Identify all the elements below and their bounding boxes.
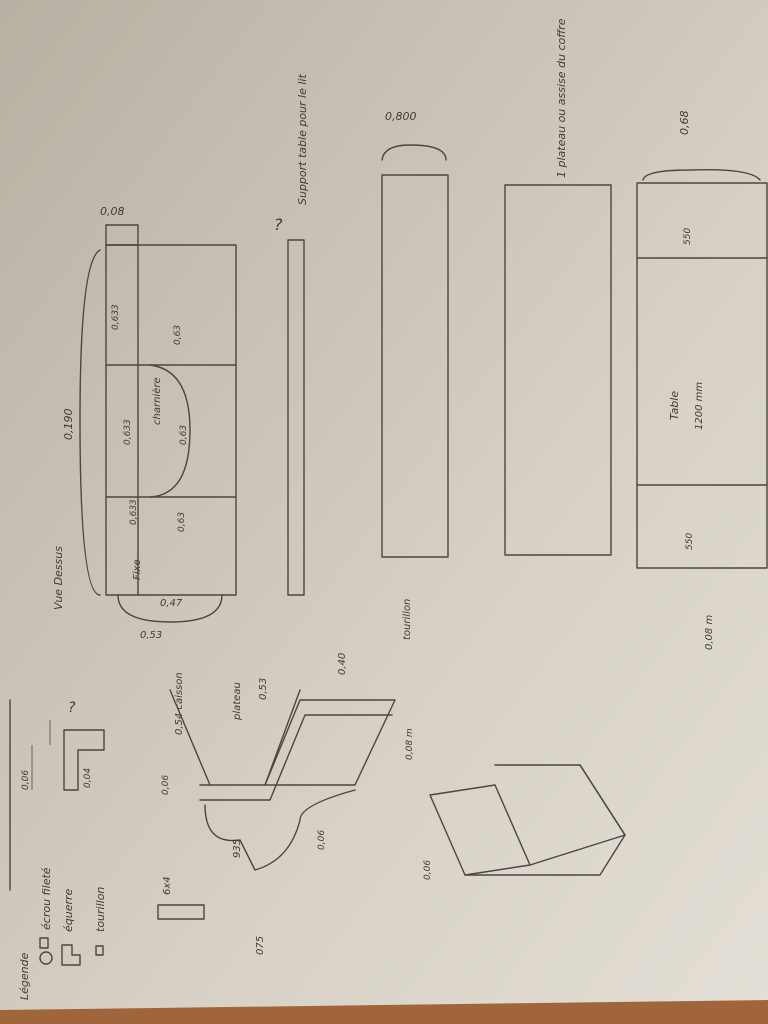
dim-label: 0,68: [678, 111, 691, 136]
dim-label: 1200 mm: [694, 382, 705, 430]
nut-icon: [39, 937, 53, 965]
dim-label: 0,190: [62, 409, 75, 441]
label: charnière: [151, 377, 163, 425]
plateau-board: 1 plateau ou assise du coffre: [504, 18, 612, 556]
dim-label: 0,633: [111, 304, 121, 330]
note: ?: [68, 700, 76, 716]
support-rail: ? Support table pour le lit: [274, 74, 309, 596]
dim-label: 075: [255, 936, 266, 955]
dim-label: 0,04: [83, 768, 93, 788]
label: 1 plateau ou assise du coffre: [555, 18, 568, 178]
dim-label: 0,633: [129, 499, 139, 525]
dim-label: 935: [232, 839, 243, 858]
dim-label: 0,63: [179, 425, 189, 445]
dim-label: 0,06: [317, 830, 327, 850]
profile-detail: 0,06 0,04 ?: [21, 700, 105, 791]
dim-label: 0,06: [21, 770, 31, 790]
top-view: 0,190 0,08 Vue Dessus 0,47 0,53 0,54 cai…: [52, 205, 237, 735]
label: tourillon: [402, 599, 413, 640]
dim-label: 550: [685, 533, 695, 550]
dim-label: 0,06: [161, 775, 171, 795]
perspective-view: plateau 0,53 0,40 0,06 0,06 935 075 6x4 …: [157, 653, 415, 955]
dim-label: 0,53: [140, 630, 162, 641]
legend-title: Légende: [18, 952, 31, 1000]
label: Table: [668, 391, 681, 420]
dim-label: 0,800: [385, 110, 417, 123]
bracket-icon: [61, 944, 81, 966]
dim-label: 0,63: [177, 512, 187, 532]
legend-label: écrou fileté: [40, 867, 53, 930]
steps-sketch: 0,06: [423, 764, 626, 880]
dim-label: 550: [683, 228, 693, 245]
dim-label: 0,53: [258, 678, 269, 700]
legend-label: équerre: [62, 888, 75, 932]
label: Support table pour le lit: [296, 74, 309, 205]
legend: Légende écrou fileté équerre tourillon: [9, 699, 107, 1000]
dim-label: 0,40: [337, 653, 348, 675]
dim-label: 0,54 caisson: [174, 672, 185, 735]
dim-label: 0,633: [123, 419, 133, 445]
dim-label: 0,08: [100, 205, 125, 218]
note: ?: [274, 215, 283, 234]
desk-edge: [0, 1000, 768, 1024]
label: plateau: [232, 682, 243, 721]
legend-label: tourillon: [94, 887, 107, 932]
board: 0,800 tourillon: [381, 110, 449, 640]
dim-label: 0,06: [423, 860, 433, 880]
dim-label: 0,63: [173, 325, 183, 345]
view-title: Vue Dessus: [52, 546, 65, 610]
dim-label: 0,08 m: [704, 615, 715, 650]
dim-label: 0,47: [160, 598, 183, 609]
dim-label: 6x4: [162, 876, 173, 895]
dowel-icon: [95, 945, 104, 956]
label: Fixe: [132, 559, 143, 580]
table-board: 0,68 550 Table 1200 mm 550 0,08 m: [636, 111, 768, 650]
dim-label: 0,08 m: [405, 728, 415, 760]
